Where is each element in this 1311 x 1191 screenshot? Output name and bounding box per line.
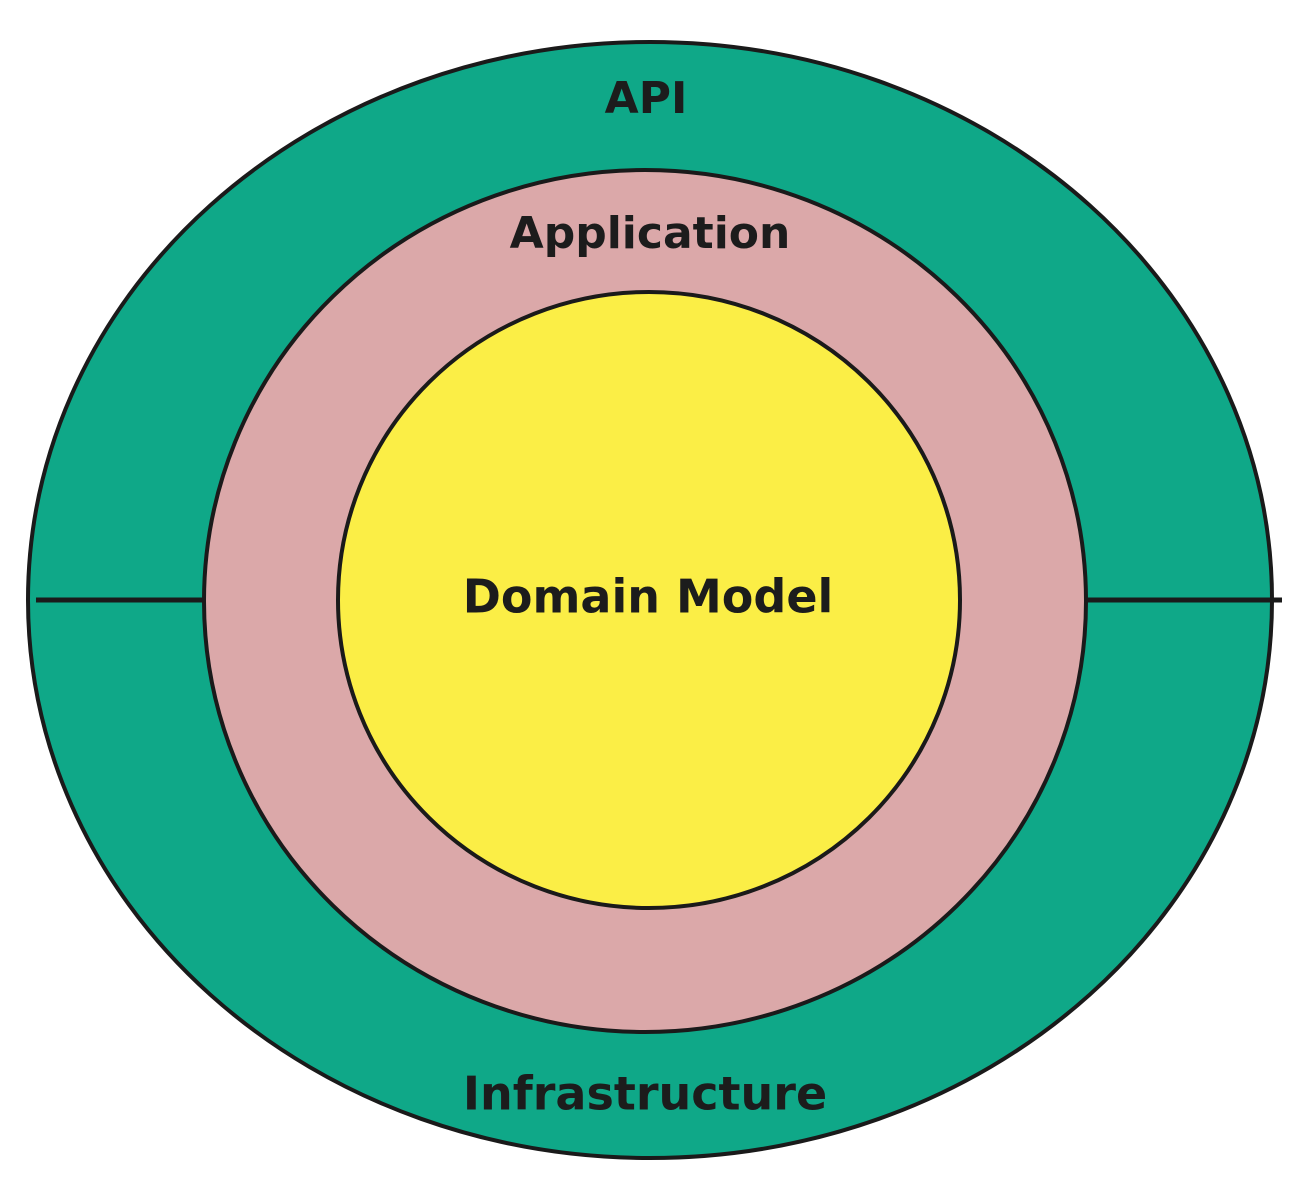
- layer-label-api: API: [605, 73, 688, 124]
- layer-label-infrastructure: Infrastructure: [463, 1067, 827, 1121]
- layer-label-application: Application: [510, 208, 791, 259]
- layer-label-domain-model: Domain Model: [463, 570, 834, 624]
- layer-ring-domain-model[interactable]: [336, 290, 962, 910]
